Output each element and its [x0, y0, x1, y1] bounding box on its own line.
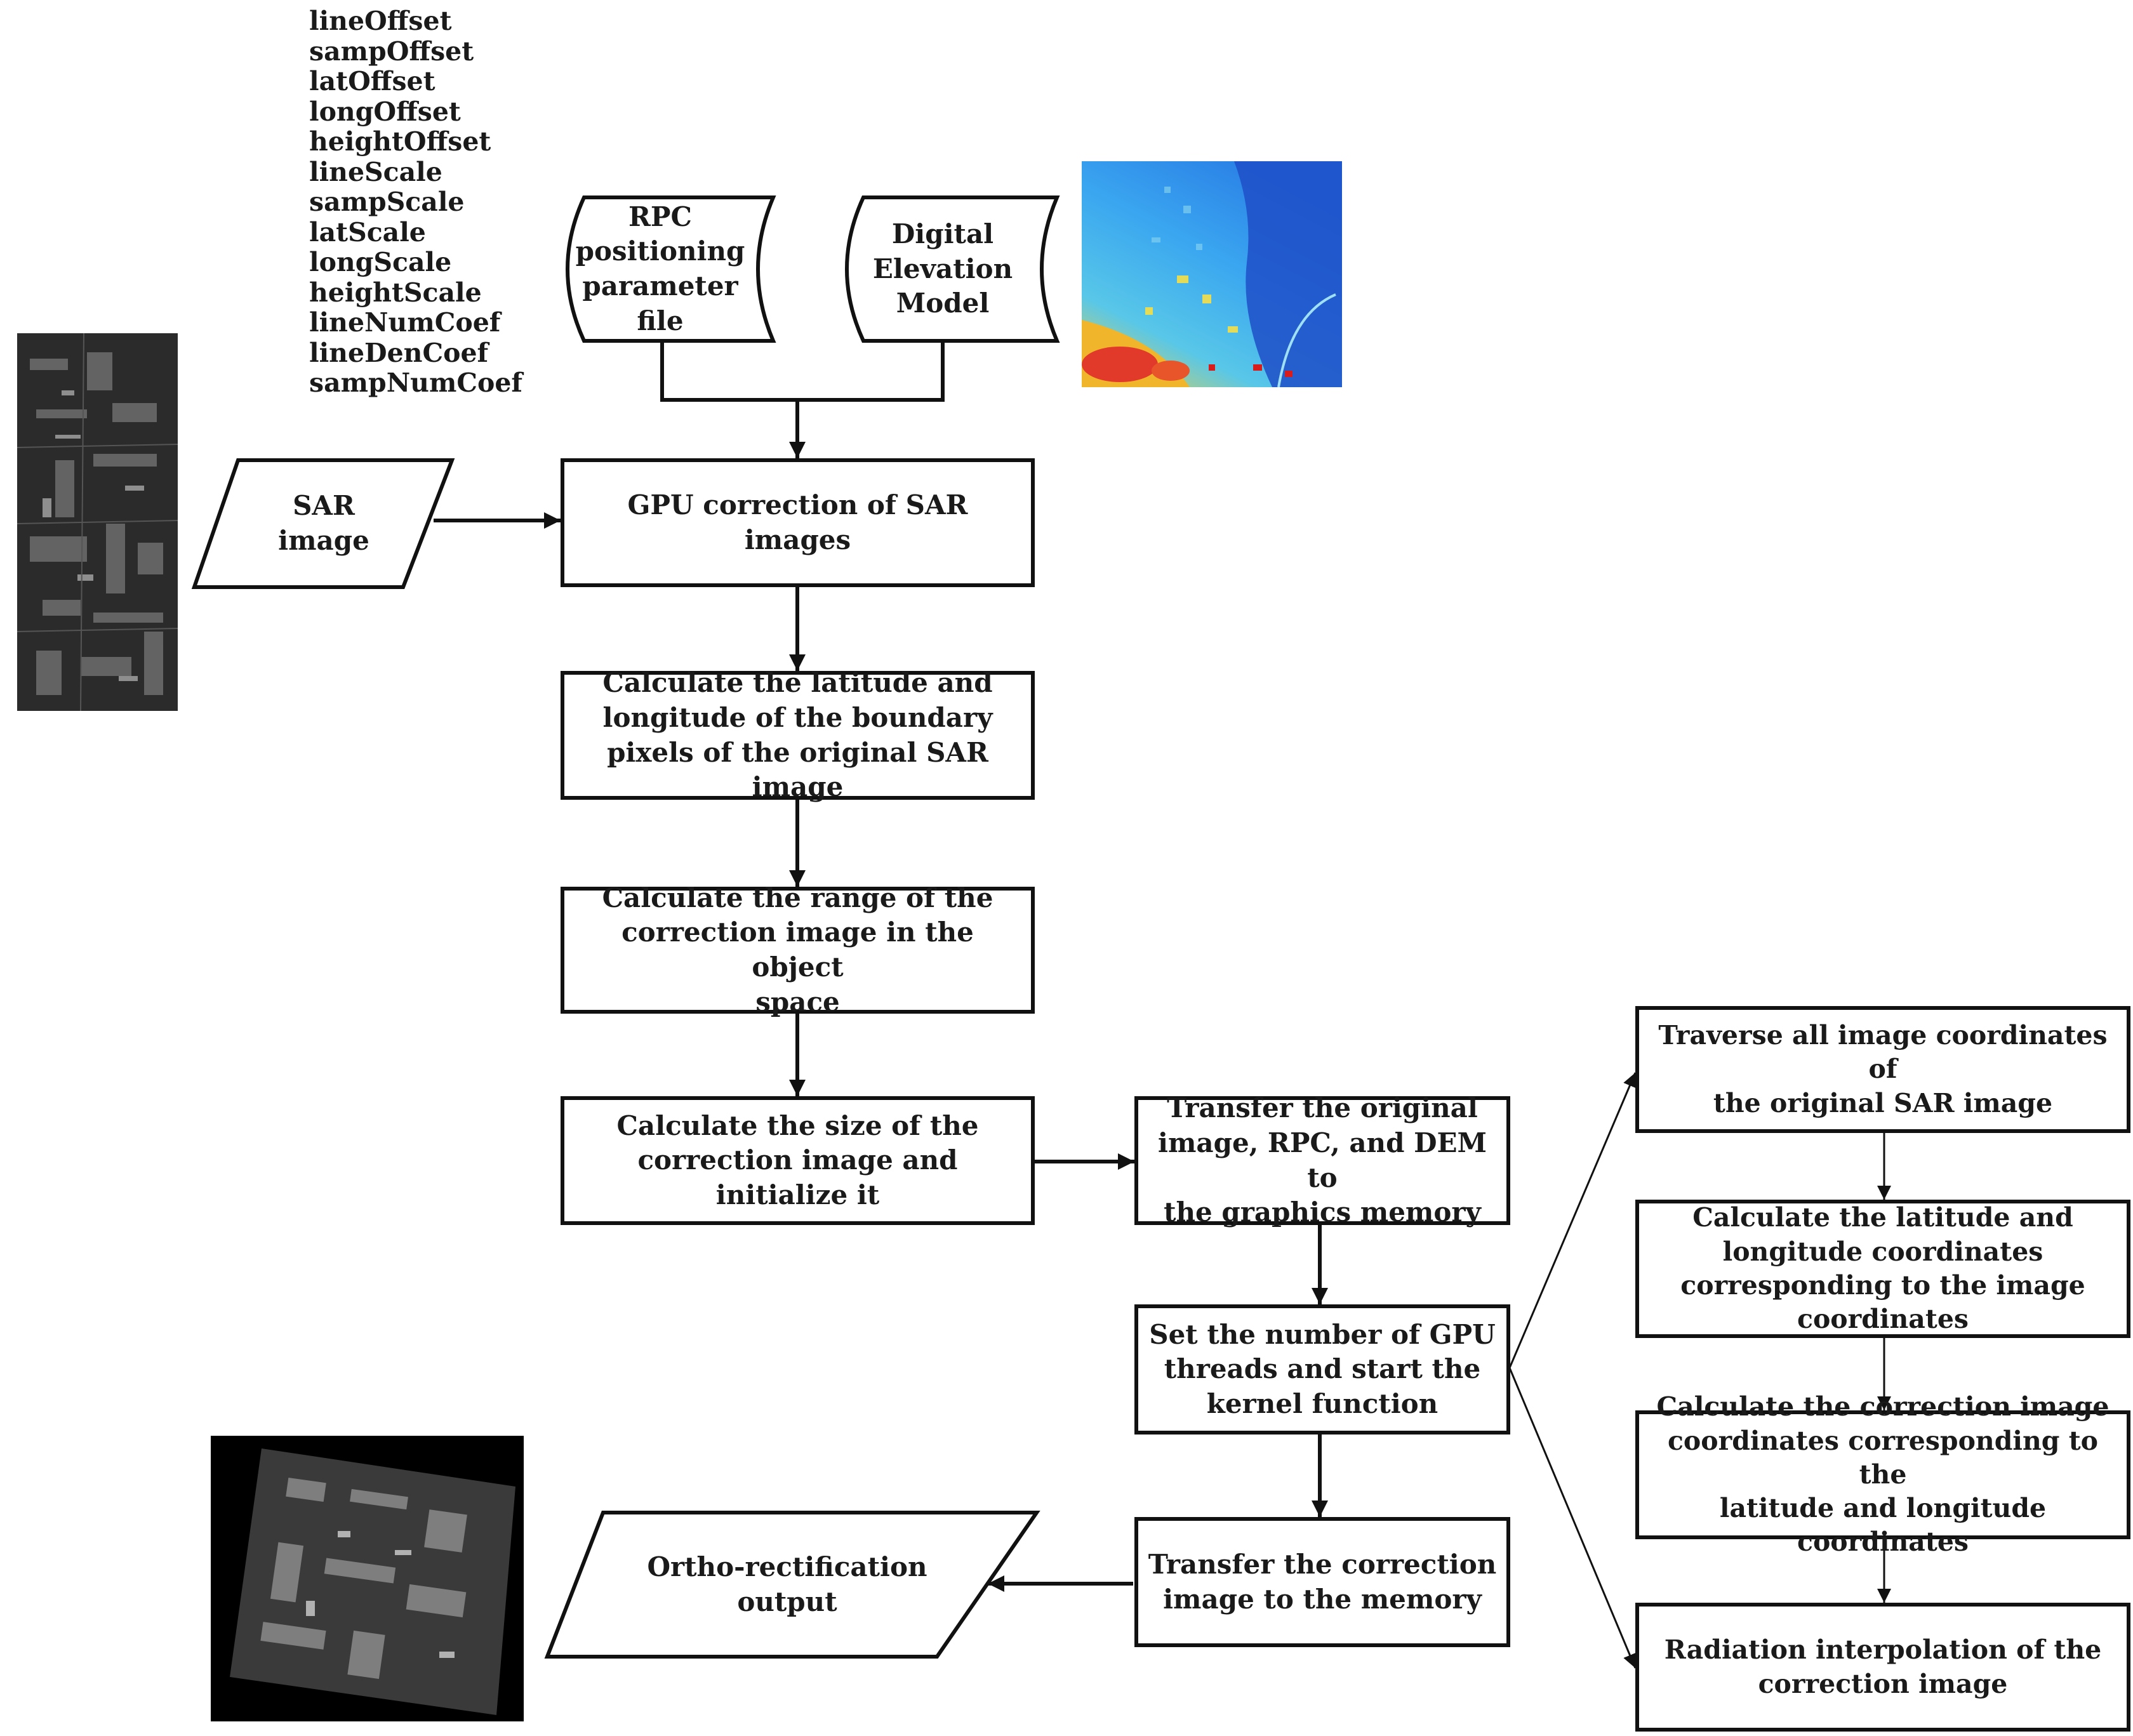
rpc-parameter-item: heightOffset	[309, 126, 491, 157]
set-gpu-threads-step: Set the number of GPU threads and start …	[1134, 1304, 1510, 1435]
ortho-rectification-output: Ortho-rectification output	[647, 1551, 927, 1617]
rpc-parameter-item: sampNumCoef	[309, 368, 523, 398]
rpc-parameter-item: longOffset	[309, 96, 461, 127]
rpc-parameter-item: heightScale	[309, 277, 482, 308]
rpc-parameter-item: lineOffset	[309, 6, 452, 36]
rpc-parameter-item: lineDenCoef	[309, 337, 489, 368]
rpc-parameter-item: lineNumCoef	[309, 307, 501, 338]
sar-image-input: SAR image	[278, 490, 369, 556]
calc-latlon-coordinates-step: Calculate the latitude and longitude coo…	[1635, 1200, 2130, 1338]
gpu-correction-step: GPU correction of SAR images	[561, 458, 1035, 587]
rpc-parameter-file: RPC positioning parameter file	[575, 201, 745, 336]
calc-size-step: Calculate the size of the correction ima…	[561, 1096, 1035, 1225]
rpc-parameter-item: longScale	[309, 247, 452, 277]
rpc-parameter-item: lineScale	[309, 156, 442, 187]
transfer-to-gpu-step: Transfer the original image, RPC, and DE…	[1134, 1092, 1510, 1228]
digital-elevation-model: Digital Elevation Model	[872, 218, 1013, 319]
sar-input-image	[17, 333, 178, 711]
traverse-coordinates-step: Traverse all image coordinates of the or…	[1635, 1006, 2130, 1133]
fan-to-interpolation	[1508, 1367, 1637, 1669]
calc-range-step: Calculate the range of the correction im…	[561, 882, 1035, 1017]
rpc-storage-shape	[566, 195, 776, 343]
output-shape	[544, 1511, 1040, 1659]
dem-image	[1082, 161, 1342, 387]
ortho-output-image	[211, 1436, 524, 1721]
transfer-to-memory-step: Transfer the correction image to the mem…	[1134, 1517, 1510, 1647]
calc-boundary-latlon-step: Calculate the latitude and longitude of …	[561, 667, 1035, 802]
rpc-parameter-item: sampOffset	[309, 36, 474, 67]
radiation-interpolation-step: Radiation interpolation of the correctio…	[1635, 1603, 2130, 1732]
fan-to-traverse	[1508, 1072, 1637, 1368]
rpc-parameter-item: latOffset	[309, 66, 435, 96]
rpc-parameter-item: sampScale	[309, 187, 465, 217]
dem-storage-shape	[845, 195, 1060, 343]
sar-input-shape	[191, 458, 455, 589]
calc-correction-coordinates-step: Calculate the correction image coordinat…	[1635, 1391, 2130, 1557]
rpc-parameter-item: latScale	[309, 216, 426, 248]
